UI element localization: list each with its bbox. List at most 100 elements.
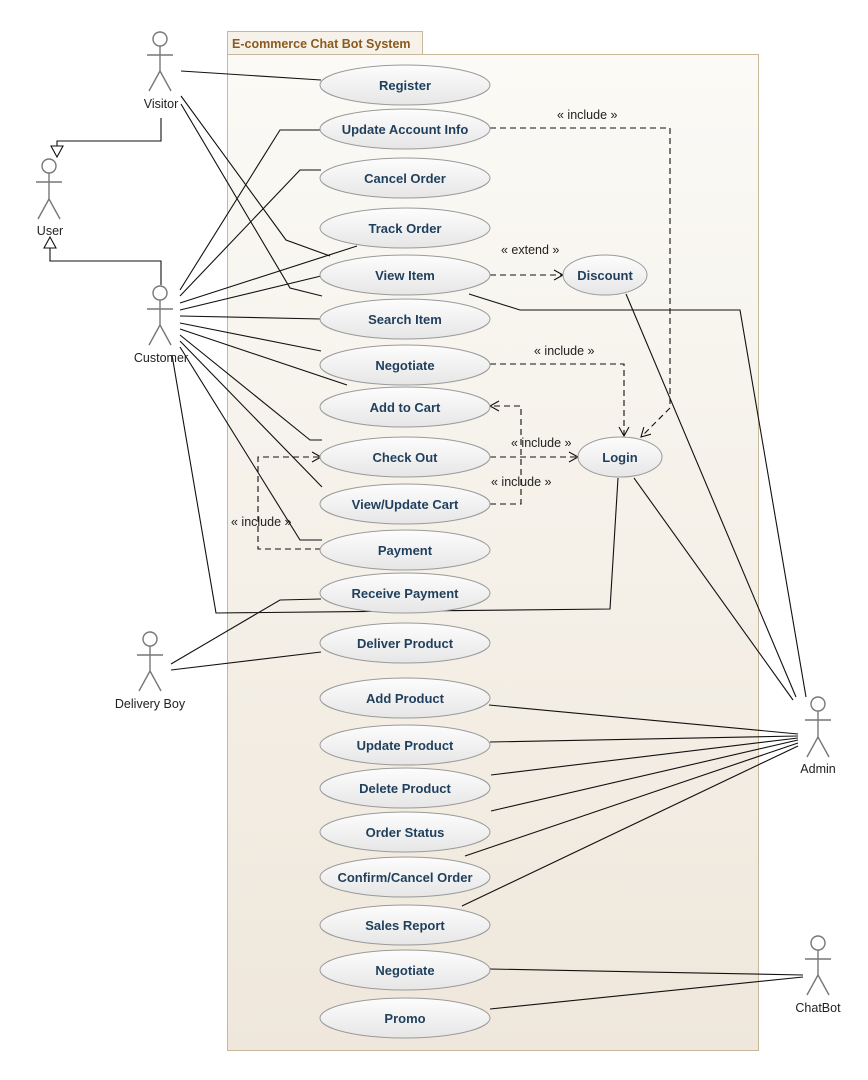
use-case-label: Receive Payment xyxy=(352,586,460,601)
use-case-label: Add to Cart xyxy=(370,400,441,415)
use-case-label: Login xyxy=(602,450,637,465)
associations xyxy=(170,70,807,1010)
use-case-sales-report[interactable]: Sales Report xyxy=(319,904,491,946)
use-case-add-to-cart[interactable]: Add to Cart xyxy=(319,386,491,428)
actor-label: Admin xyxy=(800,762,835,776)
use-case-label: Update Account Info xyxy=(342,122,469,137)
actor-delivery-boy[interactable]: Delivery Boy xyxy=(115,631,186,711)
use-case-discount[interactable]: Discount xyxy=(562,254,648,296)
use-case-payment[interactable]: Payment xyxy=(319,529,491,571)
stick-figure-icon xyxy=(147,285,173,346)
use-case-label: Register xyxy=(379,78,431,93)
use-case-view-item[interactable]: View Item xyxy=(319,254,491,296)
assoc-admin-add-product xyxy=(488,704,799,735)
use-case-add-product[interactable]: Add Product xyxy=(319,677,491,719)
use-case-label: Update Product xyxy=(357,738,454,753)
assoc-customer-update-account xyxy=(179,129,321,291)
use-case-label: Deliver Product xyxy=(357,636,454,651)
actor-user[interactable]: User xyxy=(36,158,63,238)
assoc-visitor-register xyxy=(180,70,322,81)
assoc-delivery-receive-payment xyxy=(170,598,322,665)
assoc-customer-search-item xyxy=(179,315,322,320)
assoc-admin-sales-report xyxy=(461,745,799,907)
stereo-include-viewcart-addcart: « include » xyxy=(491,475,552,489)
use-case-negotiate-bot[interactable]: Negotiate xyxy=(319,949,491,991)
use-case-label: Check Out xyxy=(372,450,438,465)
use-case-label: View/Update Cart xyxy=(352,497,459,512)
system-title: E-commerce Chat Bot System xyxy=(232,37,411,51)
dep-include-update-login xyxy=(490,127,671,438)
stick-figure-icon xyxy=(147,31,173,92)
use-case-label: Cancel Order xyxy=(364,171,446,186)
use-case-label: Negotiate xyxy=(375,358,434,373)
use-case-delete-product[interactable]: Delete Product xyxy=(319,767,491,809)
stereo-include-negotiate-login: « include » xyxy=(534,344,595,358)
use-case-search-item[interactable]: Search Item xyxy=(319,298,491,340)
use-case-order-status[interactable]: Order Status xyxy=(319,811,491,853)
use-case-receive-payment[interactable]: Receive Payment xyxy=(319,572,491,614)
generalizations xyxy=(43,118,162,285)
actor-label: User xyxy=(37,224,63,238)
stereo-extend-view-discount: « extend » xyxy=(501,243,559,257)
actor-label: Delivery Boy xyxy=(115,697,186,711)
use-case-confirm-cancel-order[interactable]: Confirm/Cancel Order xyxy=(319,856,491,898)
assoc-customer-payment xyxy=(179,346,322,541)
use-case-label: Payment xyxy=(378,543,433,558)
stick-figure-icon xyxy=(36,158,62,220)
gen-arrow-customer xyxy=(43,235,57,249)
assoc-admin-discount xyxy=(625,293,797,698)
stereotype-labels: « include » « extend » « include » « inc… xyxy=(231,108,618,529)
use-case-label: Add Product xyxy=(366,691,445,706)
assoc-customer-view-item xyxy=(179,275,322,311)
actor-customer[interactable]: Customer xyxy=(134,285,188,365)
assoc-customer-check-out xyxy=(179,334,322,441)
assoc-customer-negotiate xyxy=(179,322,322,352)
use-case-label: View Item xyxy=(375,268,435,283)
use-case-login[interactable]: Login xyxy=(577,436,663,478)
use-case-check-out[interactable]: Check Out xyxy=(319,436,491,478)
assoc-admin-confirm-cancel xyxy=(464,742,799,857)
use-case-cancel-order[interactable]: Cancel Order xyxy=(319,157,491,199)
use-cases: Register Update Account Info Cancel Orde… xyxy=(319,64,663,1039)
dependencies xyxy=(257,127,671,550)
stick-figure-icon xyxy=(137,631,163,692)
assoc-visitor-search-item xyxy=(180,103,323,297)
actor-label: Visitor xyxy=(144,97,179,111)
use-case-deliver-product[interactable]: Deliver Product xyxy=(319,622,491,664)
gen-arrow-visitor xyxy=(50,145,64,159)
assoc-admin-delete-product xyxy=(490,737,799,776)
actor-chatbot[interactable]: ChatBot xyxy=(795,935,841,1015)
actor-label: Customer xyxy=(134,351,188,365)
stereo-include-update-login: « include » xyxy=(557,108,618,122)
assoc-customer-track-order xyxy=(179,245,358,304)
actor-visitor[interactable]: Visitor xyxy=(144,31,179,111)
actor-admin[interactable]: Admin xyxy=(800,696,836,776)
stereo-include-payment-checkout: « include » xyxy=(231,515,292,529)
dep-include-payment-checkout xyxy=(257,451,323,550)
stick-figure-icon xyxy=(805,935,831,996)
use-case-label: Track Order xyxy=(369,221,442,236)
use-case-update-product[interactable]: Update Product xyxy=(319,724,491,766)
use-case-track-order[interactable]: Track Order xyxy=(319,207,491,249)
assoc-customer-add-to-cart xyxy=(179,328,348,386)
use-case-label: Delete Product xyxy=(359,781,451,796)
gen-customer-user xyxy=(49,248,162,285)
stick-figure-icon xyxy=(805,696,831,758)
assoc-delivery-deliver-product xyxy=(170,651,322,671)
use-case-negotiate[interactable]: Negotiate xyxy=(319,344,491,386)
assoc-admin-login xyxy=(633,477,794,701)
actors: Visitor User Customer xyxy=(36,31,841,1015)
stereo-include-checkout-login: « include » xyxy=(511,436,572,450)
use-case-register[interactable]: Register xyxy=(319,64,491,106)
actor-label: ChatBot xyxy=(795,1001,841,1015)
use-case-view-update-cart[interactable]: View/Update Cart xyxy=(319,483,491,525)
use-case-label: Negotiate xyxy=(375,963,434,978)
use-case-label: Promo xyxy=(384,1011,425,1026)
use-case-label: Confirm/Cancel Order xyxy=(337,870,472,885)
use-case-update-account-info[interactable]: Update Account Info xyxy=(319,108,491,150)
use-case-promo[interactable]: Promo xyxy=(319,997,491,1039)
use-case-label: Order Status xyxy=(366,825,445,840)
dep-include-negotiate-login xyxy=(490,363,630,438)
use-case-label: Discount xyxy=(577,268,633,283)
